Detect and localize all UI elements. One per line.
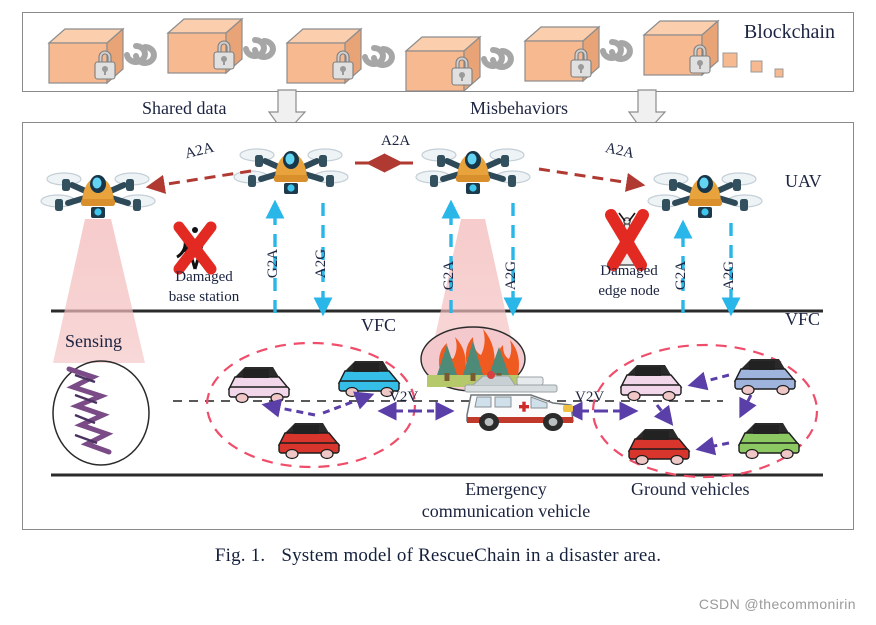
damaged-edge-node-icon bbox=[605, 209, 649, 271]
vfc-label-right: VFC bbox=[785, 309, 821, 329]
emergency-vehicle-line2: communication vehicle bbox=[421, 501, 591, 521]
a2g-label-2: A2G bbox=[503, 260, 520, 291]
sensing-beam-center bbox=[431, 219, 515, 355]
car-left-pink bbox=[228, 366, 290, 404]
uav-2 bbox=[234, 149, 348, 194]
blockchain-graphic bbox=[48, 18, 784, 91]
a2a-link-3 bbox=[538, 167, 646, 192]
v2v-left-a bbox=[261, 398, 316, 418]
misbehaviors-label: Misbehaviors bbox=[470, 98, 568, 118]
a2g-label-1: A2G bbox=[313, 248, 330, 279]
uav-4 bbox=[648, 173, 762, 218]
caption-tag: Fig. 1. bbox=[214, 545, 266, 566]
car-right-blue bbox=[734, 358, 796, 396]
chain-dot-1 bbox=[722, 52, 738, 68]
damaged-base-station-icon bbox=[173, 221, 217, 275]
v2v-right-a bbox=[687, 371, 730, 391]
v2v-label-left: V2V bbox=[389, 389, 419, 405]
damaged-base-station-line1: Damaged bbox=[175, 269, 233, 285]
emergency-vehicle-icon bbox=[464, 371, 574, 431]
uav-3 bbox=[416, 149, 530, 194]
chain-link-3 bbox=[365, 48, 392, 65]
block-4 bbox=[405, 36, 481, 91]
damaged-edge-node-line1: Damaged bbox=[600, 263, 658, 279]
chain-link-5 bbox=[603, 42, 630, 59]
car-right-pink bbox=[620, 364, 682, 402]
chain-dot-2 bbox=[750, 60, 763, 73]
block-2 bbox=[167, 18, 243, 74]
g2a-label-3: G2A bbox=[673, 260, 690, 291]
v2v-left-b bbox=[322, 391, 375, 415]
g2a-label-2: G2A bbox=[441, 260, 458, 291]
emergency-vehicle-line1: Emergency bbox=[465, 479, 547, 499]
ground-vehicles-label: Ground vehicles bbox=[631, 479, 750, 499]
sensing-region bbox=[52, 360, 150, 466]
sensing-label: Sensing bbox=[65, 331, 123, 351]
car-right-red bbox=[628, 428, 690, 466]
car-right-green bbox=[738, 422, 800, 460]
chain-link-2 bbox=[246, 40, 273, 57]
block-1 bbox=[48, 28, 124, 84]
figure-caption: Fig. 1. System model of RescueChain in a … bbox=[0, 545, 876, 567]
v2v-right-c bbox=[739, 394, 757, 419]
vfc-label-left: VFC bbox=[361, 315, 397, 335]
shared-data-label: Shared data bbox=[142, 98, 227, 118]
v2v-right-d bbox=[695, 436, 730, 456]
vfc-cluster-right bbox=[591, 343, 819, 479]
a2g-label-3: A2G bbox=[721, 260, 738, 291]
fire-scene bbox=[420, 326, 526, 392]
chain-link-4 bbox=[484, 50, 511, 67]
chain-link-1 bbox=[127, 46, 154, 63]
vfc-cluster-left bbox=[205, 341, 417, 469]
scene-graphic bbox=[23, 123, 823, 479]
damaged-edge-node-line2: edge node bbox=[598, 283, 660, 299]
chain-dot-3 bbox=[774, 68, 784, 78]
blockchain-panel: Blockchain bbox=[22, 12, 854, 92]
blockchain-title: Blockchain bbox=[743, 21, 835, 43]
block-6 bbox=[643, 20, 719, 76]
v2v-right-b bbox=[653, 404, 674, 426]
damaged-base-station-line2: base station bbox=[168, 289, 240, 305]
v2v-label-right: V2V bbox=[575, 389, 605, 405]
block-5 bbox=[524, 26, 600, 82]
sensing-beam-left bbox=[53, 219, 145, 363]
uav-label: UAV bbox=[785, 171, 822, 191]
g2a-label-1: G2A bbox=[265, 248, 282, 279]
a2a-label-2: A2A bbox=[381, 133, 411, 149]
uav-1 bbox=[41, 173, 155, 218]
block-3 bbox=[286, 28, 362, 84]
scene-panel: UAV A2A A2A A2A G2A A2G G2A A2G G2A A2G … bbox=[22, 122, 854, 530]
watermark: CSDN @thecommonirin bbox=[698, 596, 856, 612]
car-left-red bbox=[278, 422, 340, 460]
caption-text: System model of RescueChain in a disaste… bbox=[281, 545, 662, 566]
